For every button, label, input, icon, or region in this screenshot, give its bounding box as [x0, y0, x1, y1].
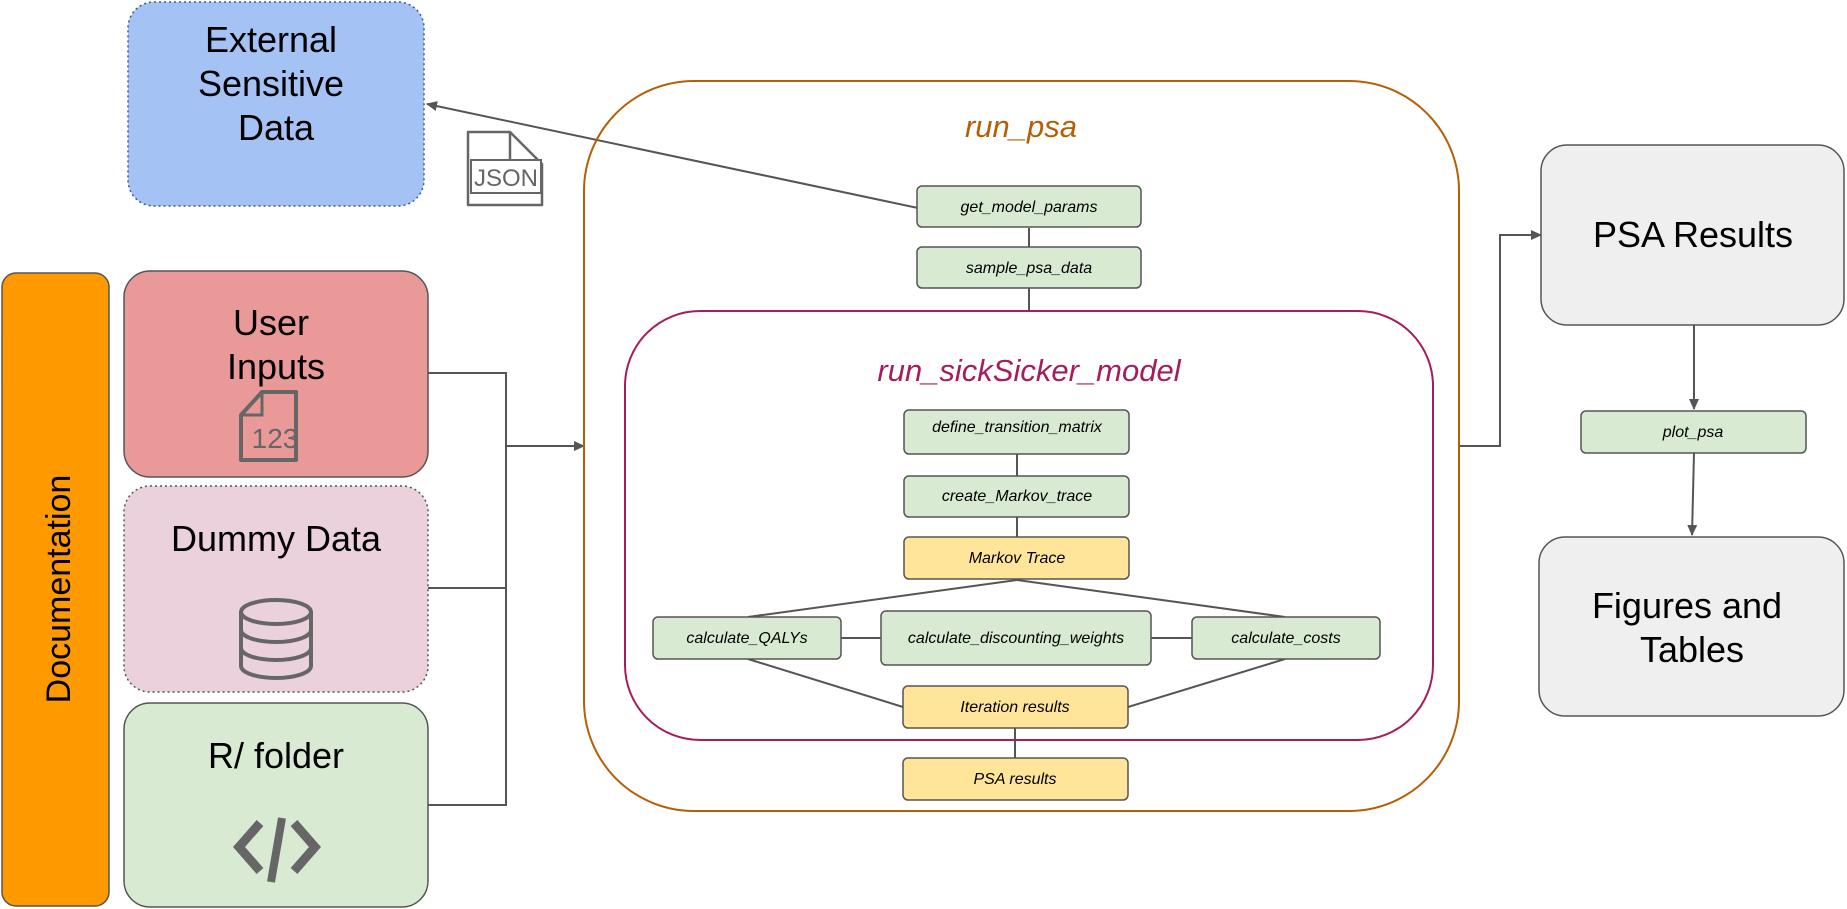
json-icon-label: JSON: [474, 165, 538, 192]
connector-qalys-iteration: [747, 658, 904, 708]
dummy-data-label: Dummy Data: [171, 518, 382, 559]
external-data-node: External Sensitive Data: [127, 1, 425, 207]
dummy-data-box: [123, 485, 429, 693]
psa-results-box: [902, 757, 1129, 801]
create-markov-trace-box: [903, 475, 1130, 518]
iteration-results-box: [902, 685, 1129, 729]
sample-psa-data-label: sample_psa_data: [966, 260, 1092, 277]
sample-psa-data-box: [916, 246, 1142, 289]
database-icon: [239, 598, 313, 680]
calculate-qalys-box: [652, 616, 842, 660]
external-data-box: [127, 1, 425, 207]
calculate-discounting-weights-label: calculate_discounting_weights: [908, 630, 1124, 647]
run-psa-container: run_psa get_model_params sample_psa_data…: [583, 80, 1460, 812]
dummy-data-node: Dummy Data: [123, 485, 429, 693]
user-inputs-box: [123, 270, 429, 478]
arrow-run-psa-to-psa-results: [1459, 230, 1542, 447]
psa-results-output-box: [1540, 144, 1845, 326]
figures-tables-node: Figures and Tables: [1538, 536, 1845, 717]
connector-user-inputs: [428, 372, 507, 446]
run-sicksicker-model-box: [624, 310, 1434, 741]
user-inputs-node: User Inputs 123: [123, 270, 429, 478]
calculate-qalys-label: calculate_QALYs: [686, 630, 807, 647]
r-folder-box: [123, 702, 429, 908]
documentation-bar: Documentation: [1, 272, 110, 907]
psa-results-node: PSA Results: [1540, 144, 1845, 326]
code-icon: [233, 817, 321, 883]
iteration-results-label: Iteration results: [960, 699, 1069, 716]
documentation-box: [1, 272, 110, 907]
calculate-costs-label: calculate_costs: [1231, 630, 1340, 647]
user-inputs-label: User Inputs: [227, 302, 325, 387]
psa-results-output-label: PSA Results: [1593, 214, 1793, 255]
plot-psa-label: plot_psa: [1662, 424, 1724, 441]
calculate-discounting-weights-box: [880, 610, 1152, 666]
documentation-label: Documentation: [40, 475, 78, 704]
arrow-params-to-external-data: [426, 101, 919, 209]
figures-tables-box: [1538, 536, 1845, 717]
json-file-icon: JSON: [466, 130, 544, 207]
run-sicksicker-model-title: run_sickSicker_model: [877, 353, 1181, 388]
r-folder-label: R/ folder: [208, 735, 344, 776]
arrow-plot-to-figures: [1687, 452, 1698, 536]
psa-results-label: PSA results: [974, 771, 1057, 788]
run-psa-title: run_psa: [965, 109, 1077, 144]
external-data-label: External Sensitive Data: [198, 19, 354, 148]
run-psa-box: [583, 80, 1460, 812]
define-transition-matrix-box: [903, 409, 1130, 455]
connector-markov-qalys: [747, 579, 1018, 618]
plot-psa-box: [1580, 410, 1807, 454]
get-model-params-box: [916, 185, 1142, 228]
create-markov-trace-label: create_Markov_trace: [942, 488, 1092, 505]
connector-r-folder: [428, 446, 507, 806]
markov-trace-label: Markov Trace: [969, 550, 1066, 567]
get-model-params-label: get_model_params: [961, 199, 1098, 216]
numbers-icon-label: 123: [252, 423, 299, 454]
figures-tables-label: Figures and Tables: [1592, 585, 1792, 670]
r-folder-node: R/ folder: [123, 702, 429, 908]
markov-trace-box: [903, 536, 1130, 580]
connector-costs-iteration: [1127, 658, 1286, 708]
numbers-file-icon: 123: [239, 390, 299, 462]
plot-psa-node: plot_psa: [1580, 410, 1807, 454]
connectors: [426, 101, 1699, 806]
run-sicksicker-model-container: run_sickSicker_model define_transition_m…: [624, 310, 1434, 741]
connector-dummy-data: [428, 446, 507, 589]
calculate-costs-box: [1191, 616, 1381, 660]
define-transition-matrix-label: define_transition_matrix: [932, 419, 1103, 436]
connector-markov-costs: [1016, 579, 1286, 618]
